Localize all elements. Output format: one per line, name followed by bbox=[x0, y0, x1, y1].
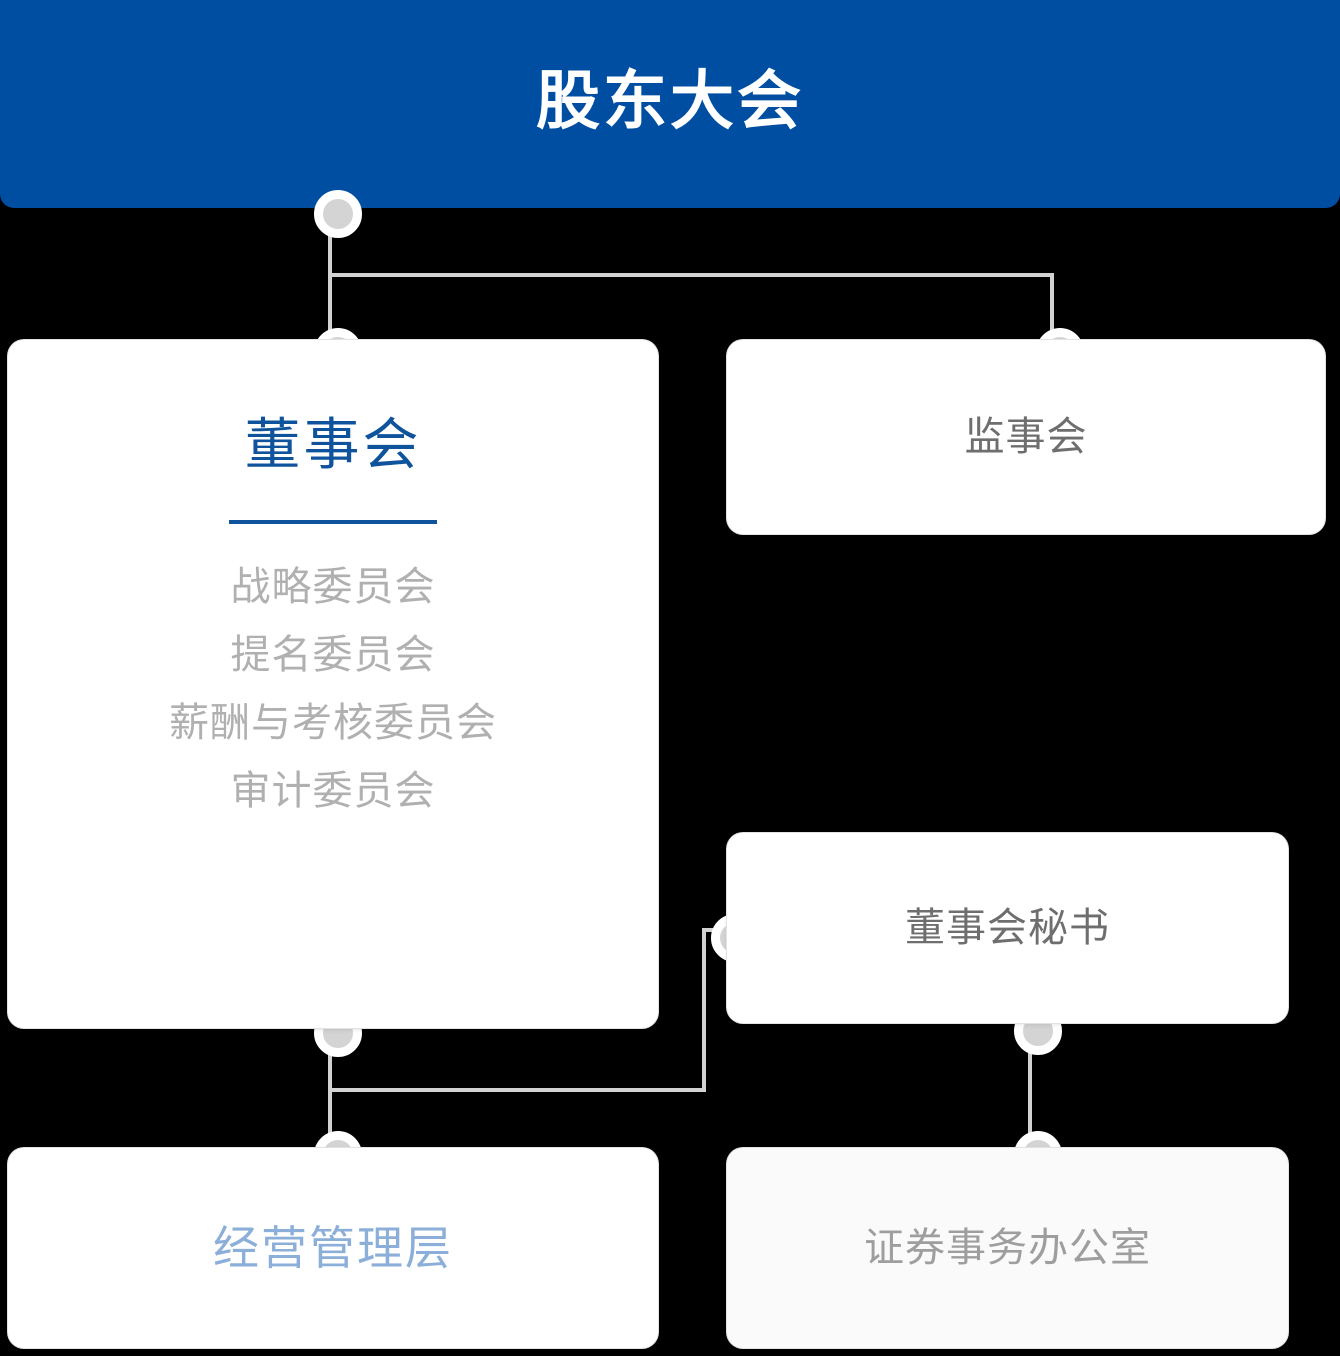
connector-line-to-supervisory-board bbox=[1050, 273, 1054, 348]
committee-item-nomination[interactable]: 提名委员会 bbox=[230, 632, 436, 677]
node-management-label: 经营管理层 bbox=[213, 1221, 453, 1274]
connector-line-secretary-to-securities bbox=[1028, 1022, 1032, 1152]
committee-item-remuneration-and-appraisal[interactable]: 薪酬与考核委员会 bbox=[169, 700, 497, 745]
node-supervisory-board-label: 监事会 bbox=[964, 415, 1088, 459]
node-board-of-directors[interactable]: 董事会 战略委员会 提名委员会 薪酬与考核委员会 审计委员会 bbox=[8, 340, 658, 1028]
node-board-of-directors-title: 董事会 bbox=[244, 413, 422, 476]
board-title-divider bbox=[229, 519, 437, 524]
committee-list: 战略委员会 提名委员会 薪酬与考核委员会 审计委员会 bbox=[169, 564, 497, 814]
node-shareholders-meeting-label: 股东大会 bbox=[536, 65, 804, 137]
committee-item-audit[interactable]: 审计委员会 bbox=[230, 768, 436, 813]
node-board-secretary[interactable]: 董事会秘书 bbox=[727, 833, 1288, 1023]
connector-line-to-board bbox=[328, 273, 332, 348]
connector-dot-banner-bottom bbox=[314, 190, 362, 238]
node-securities-office[interactable]: 证券事务办公室 bbox=[727, 1148, 1288, 1348]
node-board-secretary-label: 董事会秘书 bbox=[905, 906, 1110, 950]
connector-line-banner-stem bbox=[328, 205, 332, 285]
connector-line-secretary-riser bbox=[702, 930, 706, 1090]
node-supervisory-board[interactable]: 监事会 bbox=[727, 340, 1325, 534]
committee-item-strategy[interactable]: 战略委员会 bbox=[230, 564, 436, 609]
node-management[interactable]: 经营管理层 bbox=[8, 1148, 658, 1348]
node-securities-office-label: 证券事务办公室 bbox=[864, 1226, 1151, 1270]
node-shareholders-meeting[interactable]: 股东大会 bbox=[0, 0, 1340, 208]
connector-line-top-bus bbox=[328, 273, 1054, 277]
connector-line-board-to-secretary-bus bbox=[328, 1088, 706, 1092]
